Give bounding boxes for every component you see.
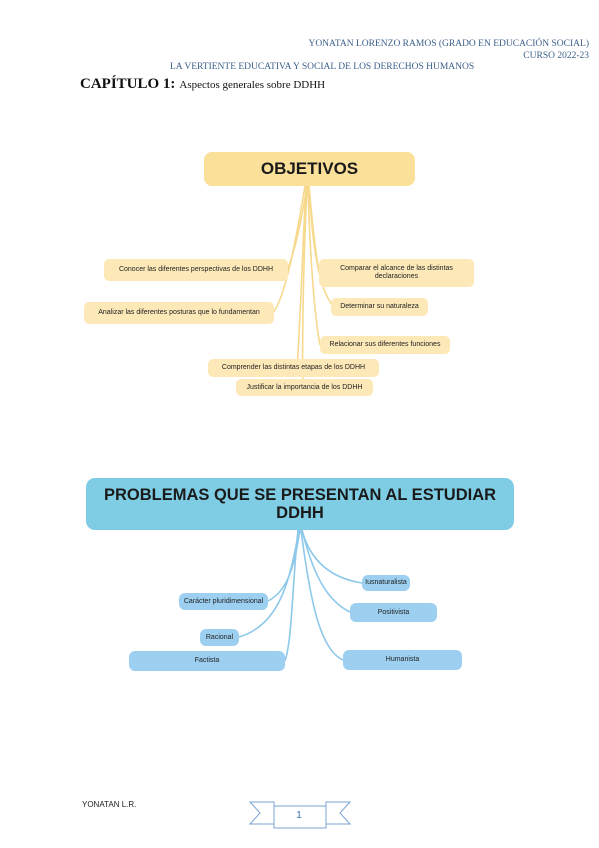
footer-author: YONATAN L.R. bbox=[82, 800, 137, 809]
chapter-subtitle: Aspectos generales sobre DDHH bbox=[179, 79, 326, 91]
objetivo-item: Justificar la importancia de los DDHH bbox=[236, 379, 373, 396]
problema-item: Carácter pluridimensional bbox=[179, 593, 268, 610]
objetivo-item: Relacionar sus diferentes funciones bbox=[320, 336, 450, 354]
objetivo-item: Determinar su naturaleza bbox=[331, 298, 428, 316]
chapter-label: CAPÍTULO 1: bbox=[80, 76, 176, 92]
objetivos-title: OBJETIVOS bbox=[204, 152, 415, 186]
page-number: 1 bbox=[296, 810, 302, 821]
problemas-title: PROBLEMAS QUE SE PRESENTAN AL ESTUDIAR D… bbox=[86, 478, 514, 530]
header-author-line: YONATAN LORENZO RAMOS (GRADO EN EDUCACIÓ… bbox=[308, 39, 589, 49]
header-course-line: CURSO 2022-23 bbox=[523, 51, 589, 61]
problema-item: Humanista bbox=[343, 650, 462, 670]
objetivo-item: Comprender las distintas etapas de los D… bbox=[208, 359, 379, 377]
objetivo-item: Analizar las diferentes posturas que lo … bbox=[84, 302, 274, 324]
problema-item: Iusnaturalista bbox=[362, 575, 410, 591]
chapter-heading: CAPÍTULO 1: Aspectos generales sobre DDH… bbox=[80, 75, 325, 93]
objetivo-item: Conocer las diferentes perspectivas de l… bbox=[104, 259, 288, 281]
objetivo-item: Comparar el alcance de las distintas dec… bbox=[319, 259, 474, 287]
objetivos-connectors bbox=[271, 185, 335, 387]
header-subject-line: LA VERTIENTE EDUCATIVA Y SOCIAL DE LOS D… bbox=[170, 62, 475, 72]
problema-item: Positivista bbox=[350, 603, 437, 622]
page-number-ribbon-icon bbox=[248, 801, 352, 829]
problemas-connectors bbox=[238, 529, 363, 662]
problema-item: Racional bbox=[200, 629, 239, 646]
problema-item: Factista bbox=[129, 651, 285, 671]
